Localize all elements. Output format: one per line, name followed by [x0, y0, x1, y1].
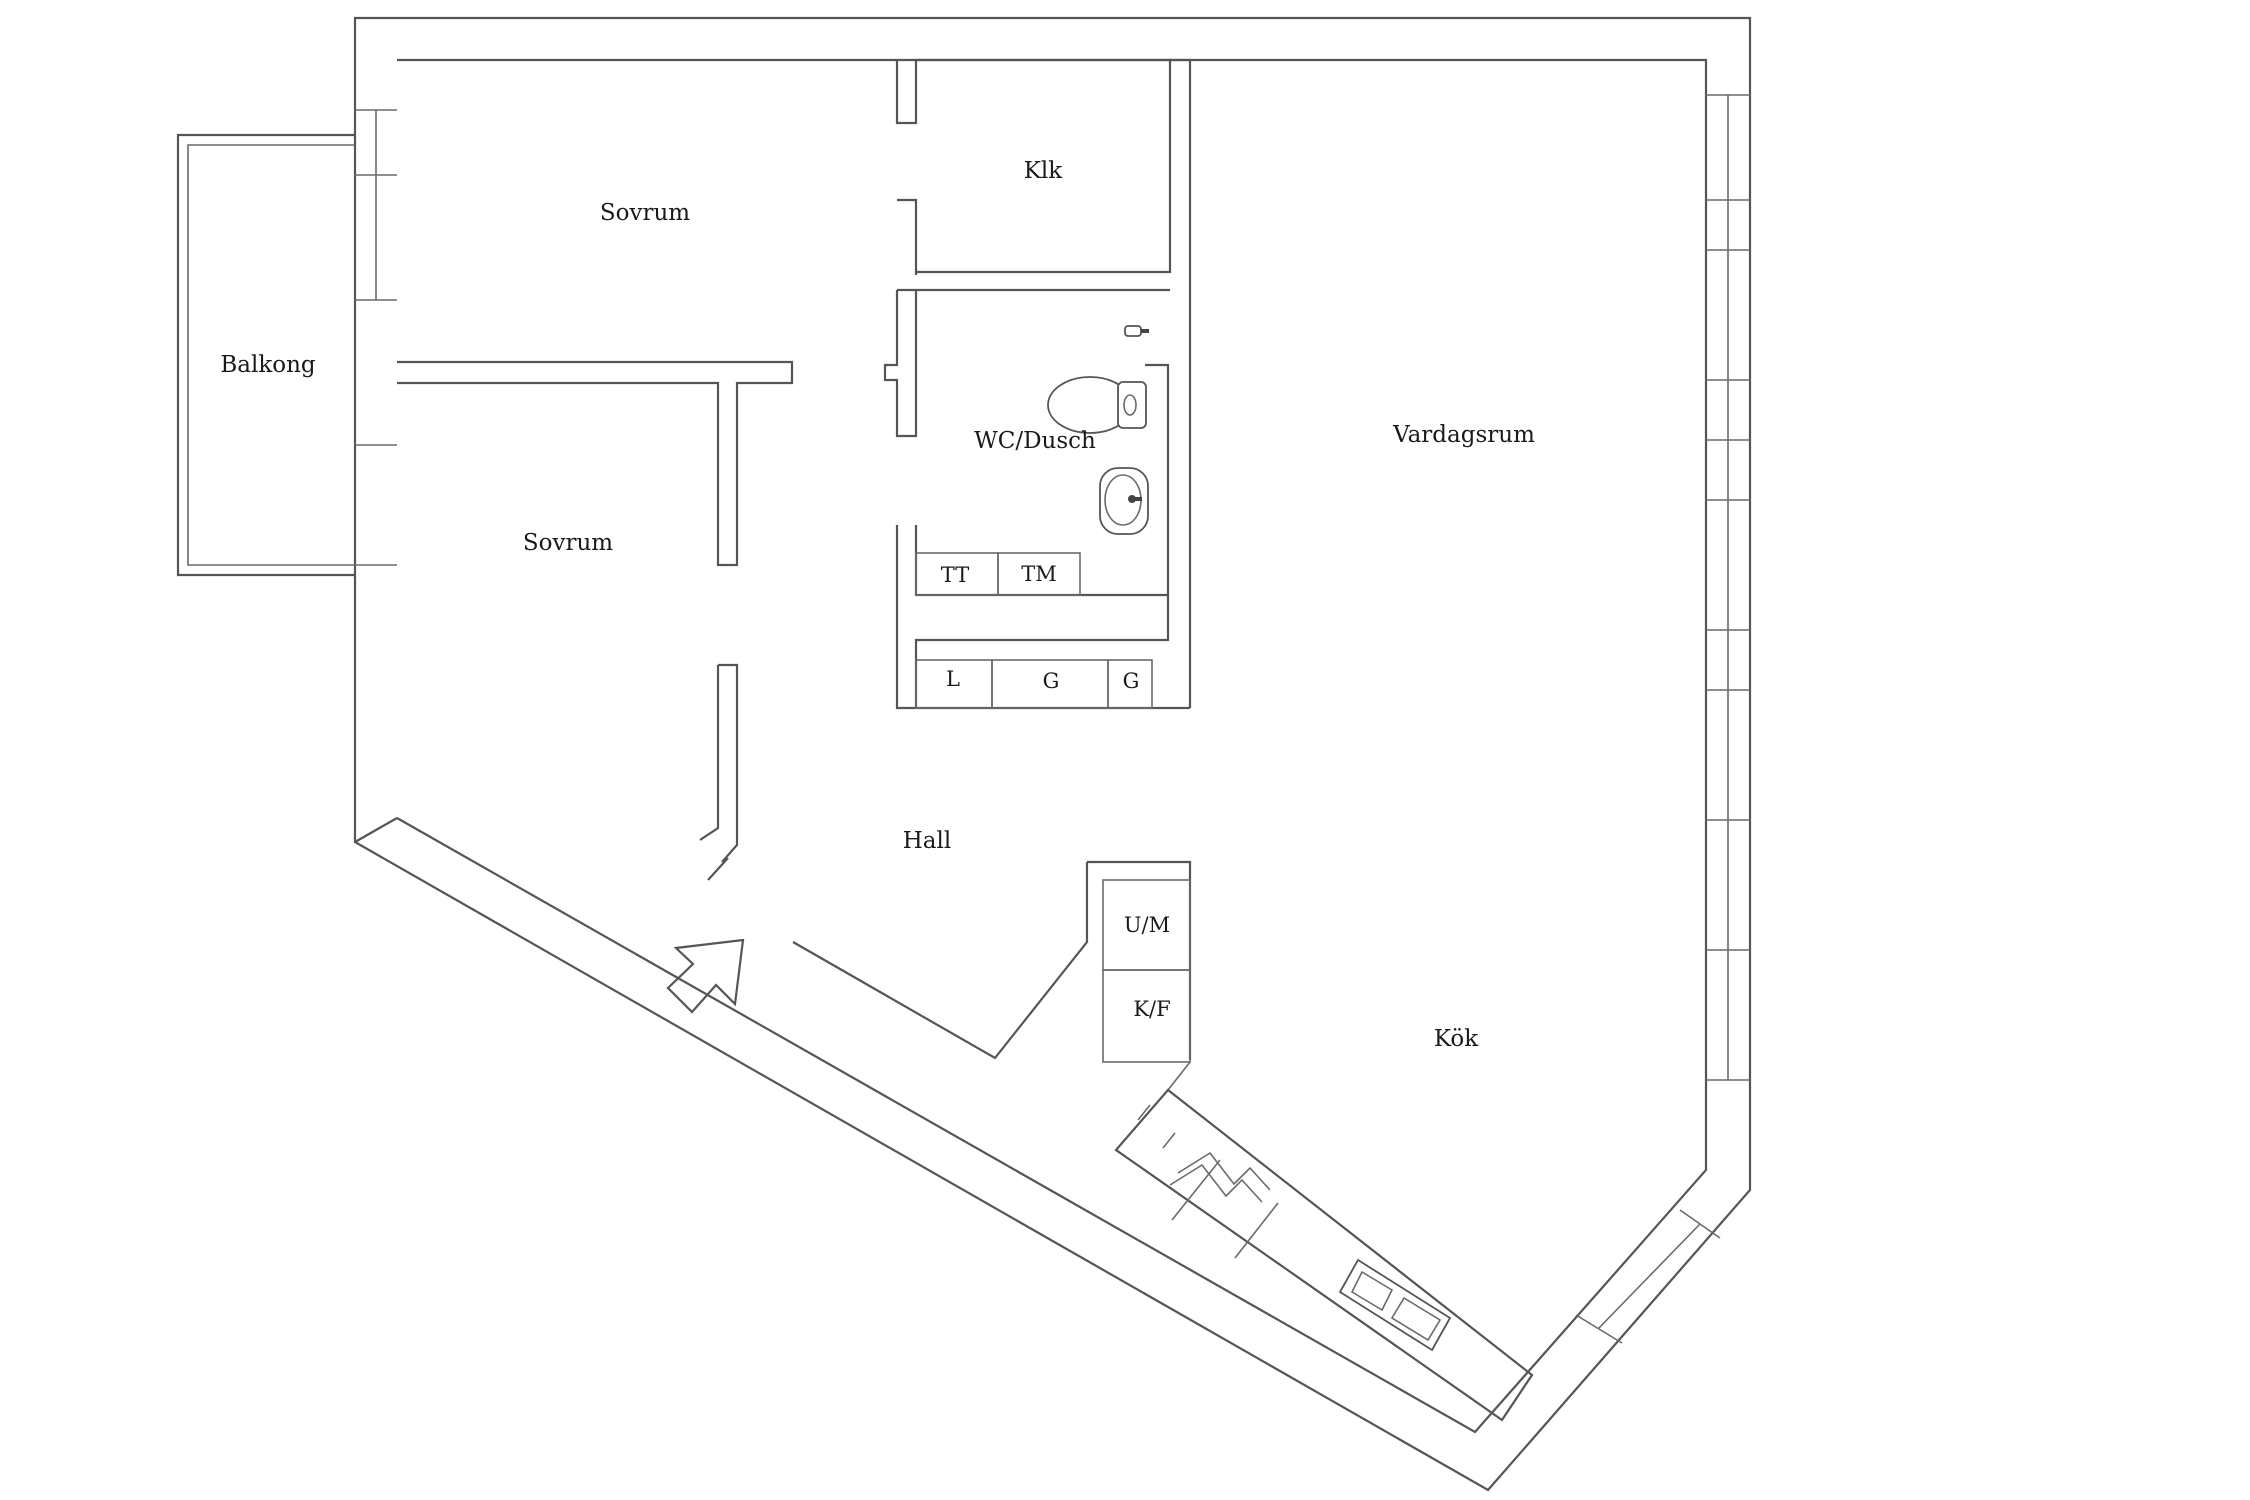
label-kf: K/F	[1133, 997, 1170, 1021]
balcony	[176, 133, 355, 577]
label-um: U/M	[1124, 913, 1170, 937]
label-g-2: G	[1123, 669, 1140, 693]
wardrobes	[792, 552, 1192, 1091]
label-klk: Klk	[1024, 158, 1064, 184]
left-windows	[355, 109, 397, 566]
label-vardagsrum: Vardagsrum	[1392, 422, 1535, 448]
fixture-labels: TT TM L G G U/M K/F	[941, 562, 1171, 1021]
label-wc-dusch: WC/Dusch	[974, 428, 1096, 454]
label-tm: TM	[1021, 562, 1057, 586]
room-labels: Balkong Sovrum Klk WC/Dusch Vardagsrum S…	[220, 158, 1535, 1052]
label-g-1: G	[1043, 669, 1060, 693]
kitchen-counter	[1114, 1088, 1534, 1422]
label-hall: Hall	[903, 828, 951, 854]
interior-walls	[397, 58, 1192, 881]
label-tt: TT	[941, 563, 969, 587]
kitchen-sink	[1338, 1258, 1452, 1352]
label-balkong: Balkong	[220, 352, 316, 378]
right-windows	[1706, 94, 1750, 1081]
label-l: L	[946, 667, 960, 691]
label-sovrum-top: Sovrum	[600, 200, 690, 226]
label-kok: Kök	[1434, 1026, 1479, 1052]
entrance-arrow-icon	[666, 938, 745, 1014]
bathroom-fixtures	[1047, 325, 1149, 535]
outer-walls	[353, 16, 1752, 1492]
label-sovrum-bottom: Sovrum	[523, 530, 613, 556]
angled-window	[1575, 1209, 1721, 1344]
